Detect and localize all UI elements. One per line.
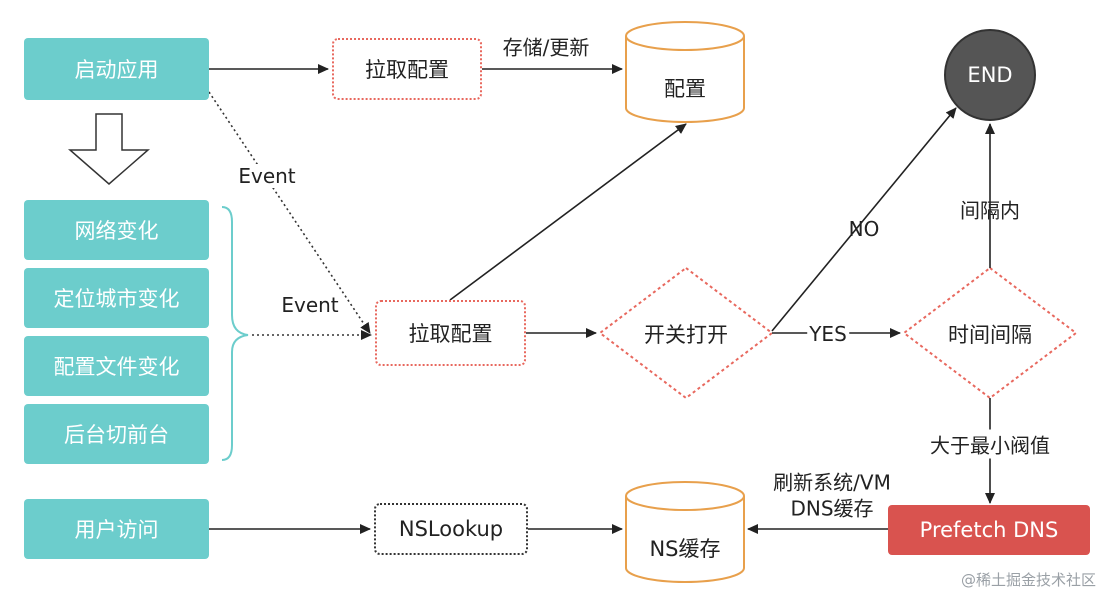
config-db-label: 配置 — [664, 77, 706, 101]
interval-label: 时间间隔 — [948, 323, 1032, 347]
user-access-node: 用户访问 — [24, 499, 209, 559]
yes-label: YES — [807, 322, 849, 346]
ns-cache-label: NS缓存 — [649, 537, 721, 561]
end-circle — [944, 29, 1036, 121]
no-label: NO — [848, 217, 880, 241]
refresh-label-line2: DNS缓存 — [790, 496, 874, 521]
arrow-event-dotted — [208, 91, 371, 334]
city-change-node: 定位城市变化 — [24, 268, 209, 328]
event-group-bracket — [221, 206, 249, 461]
watermark: @稀土掘金技术社区 — [960, 571, 1096, 589]
start-app-node: 启动应用 — [24, 38, 209, 100]
config-file-change-node: 配置文件变化 — [24, 336, 209, 396]
hollow-down-arrow — [67, 113, 151, 185]
greater-than-threshold-label: 大于最小阀值 — [928, 429, 1052, 459]
arrow-no — [771, 107, 957, 332]
switch-diamond — [598, 266, 774, 400]
interval-diamond — [902, 266, 1078, 400]
ns-cache-cylinder — [625, 481, 745, 583]
end-label: END — [967, 63, 1013, 87]
refresh-label-line1: 刷新系统/VM — [773, 470, 891, 495]
fetch-config-mid-node: 拉取配置 — [375, 300, 526, 366]
prefetch-dns-node: Prefetch DNS — [888, 505, 1090, 555]
net-change-node: 网络变化 — [24, 200, 209, 260]
nslookup-node: NSLookup — [374, 503, 528, 555]
fetch-config-top-node: 拉取配置 — [332, 38, 482, 100]
arrow-fetch-to-config-db — [449, 123, 687, 301]
bg-to-fg-node: 后台切前台 — [24, 404, 209, 464]
switch-label: 开关打开 — [644, 323, 728, 347]
event-label-2: Event — [281, 293, 339, 317]
within-interval-label: 间隔内 — [960, 198, 1020, 223]
store-update-label: 存储/更新 — [502, 35, 590, 60]
event-label-1: Event — [236, 164, 298, 188]
config-db-cylinder — [625, 21, 745, 123]
